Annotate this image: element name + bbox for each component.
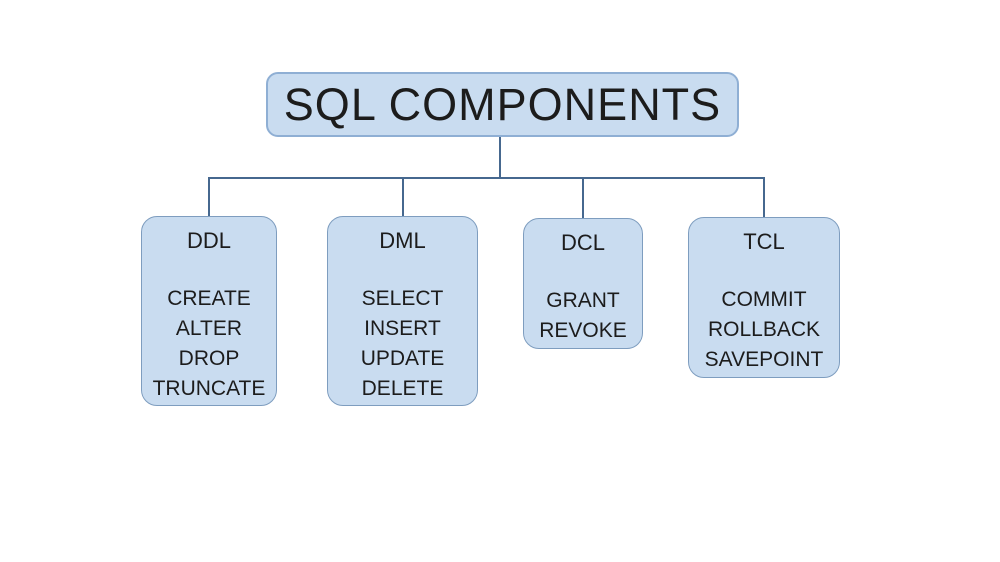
command: COMMIT — [721, 288, 807, 311]
connector-drop-ddl — [208, 177, 210, 217]
command: CREATE — [167, 287, 251, 310]
command: ROLLBACK — [707, 318, 821, 341]
connector-drop-dml — [402, 177, 404, 217]
command: GRANT — [546, 289, 620, 312]
command: INSERT — [364, 317, 441, 340]
connector-stem — [499, 137, 501, 178]
node-ddl: DDL CREATE ALTER DROP TRUNCATE — [141, 216, 277, 406]
node-tcl-items: COMMIT ROLLBACK SAVEPOINT — [689, 285, 839, 375]
node-ddl-items: CREATE ALTER DROP TRUNCATE — [142, 284, 276, 404]
diagram-title: SQL COMPONENTS — [283, 78, 722, 130]
node-dcl-items: GRANT REVOKE — [524, 286, 642, 346]
command: SAVEPOINT — [704, 348, 824, 371]
node-dml-label: DML — [379, 228, 426, 253]
node-dml: DML SELECT INSERT UPDATE DELETE — [327, 216, 478, 406]
node-tcl-label: TCL — [743, 229, 785, 254]
command: ALTER — [175, 317, 243, 340]
node-dml-items: SELECT INSERT UPDATE DELETE — [328, 284, 477, 404]
connector-drop-tcl — [763, 177, 765, 218]
command: TRUNCATE — [152, 377, 266, 400]
connector-drop-dcl — [582, 177, 584, 219]
diagram-title-box: SQL COMPONENTS — [266, 72, 739, 137]
connector-horizontal-bar — [208, 177, 765, 179]
command: DELETE — [361, 377, 444, 400]
node-ddl-label: DDL — [186, 228, 231, 253]
command: SELECT — [361, 287, 444, 310]
node-dcl-label: DCL — [560, 230, 605, 255]
command: DROP — [178, 347, 240, 370]
command: UPDATE — [360, 347, 445, 370]
node-dcl: DCL GRANT REVOKE — [523, 218, 643, 349]
command: REVOKE — [539, 319, 627, 342]
node-tcl: TCL COMMIT ROLLBACK SAVEPOINT — [688, 217, 840, 378]
